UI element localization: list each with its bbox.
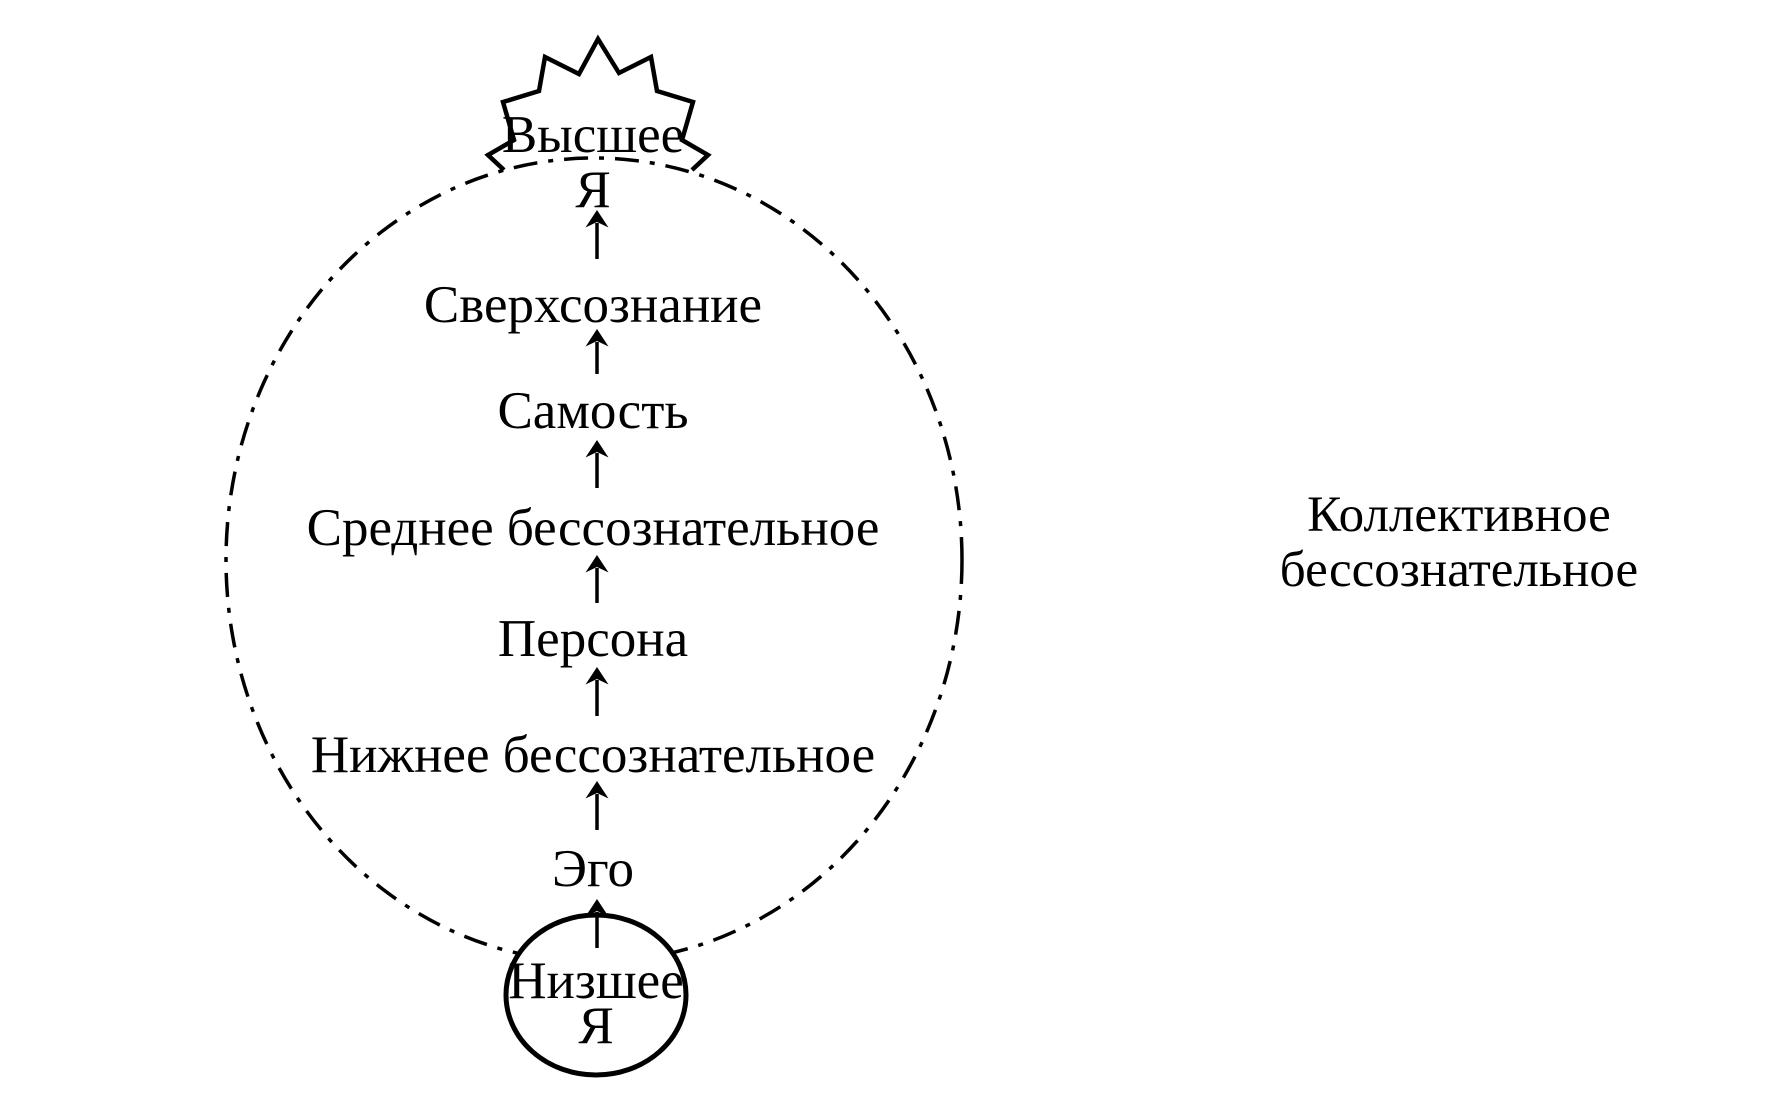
label-collective-unconscious-line2: бессознательное [1280,542,1638,598]
label-collective-unconscious-line1: Коллективное [1307,487,1611,543]
label-persona: Персона [498,610,688,668]
label-middle-unconscious: Среднее бессознательное [307,499,880,557]
upward-arrow-1 [585,210,609,259]
upward-arrow-7 [585,899,609,948]
higher-self-starburst [484,34,712,172]
upward-arrows [585,210,609,948]
collective-unconscious-boundary [224,156,964,964]
label-lower-self-line2: Я [578,997,613,1055]
label-ego: Эго [552,840,634,898]
label-higher-self-line2: Я [575,161,610,219]
upward-arrow-4 [585,555,609,603]
upward-arrow-6 [585,781,609,830]
label-lower-self-line1: Низшее [508,952,683,1010]
upward-arrow-2 [585,329,609,374]
label-superconscious: Сверхсознание [424,276,762,334]
label-self: Самость [497,382,688,440]
label-higher-self-line1: Высшее [502,106,684,164]
label-lower-unconscious: Нижнее бессознательное [311,726,875,784]
upward-arrow-5 [585,667,609,716]
upward-arrow-3 [585,440,609,488]
